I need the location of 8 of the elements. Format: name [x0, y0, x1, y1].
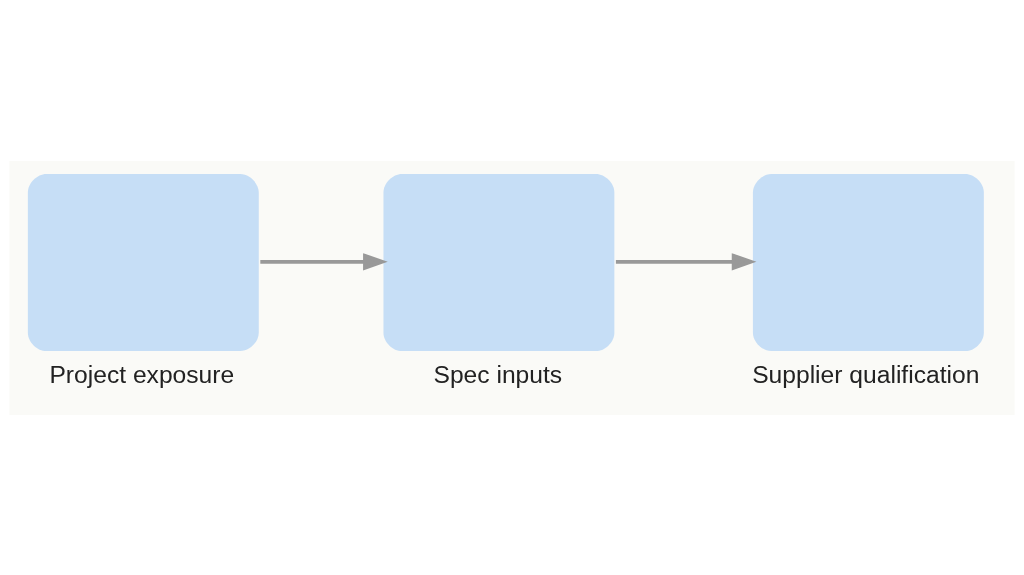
node-box	[752, 173, 984, 351]
node-box	[383, 173, 615, 351]
node-box	[27, 173, 259, 351]
arrow	[260, 252, 388, 270]
node-label: Supplier qualification	[752, 360, 980, 388]
node-label: Spec inputs	[433, 360, 563, 388]
node-label: Project exposure	[49, 360, 235, 388]
arrow	[615, 252, 757, 270]
